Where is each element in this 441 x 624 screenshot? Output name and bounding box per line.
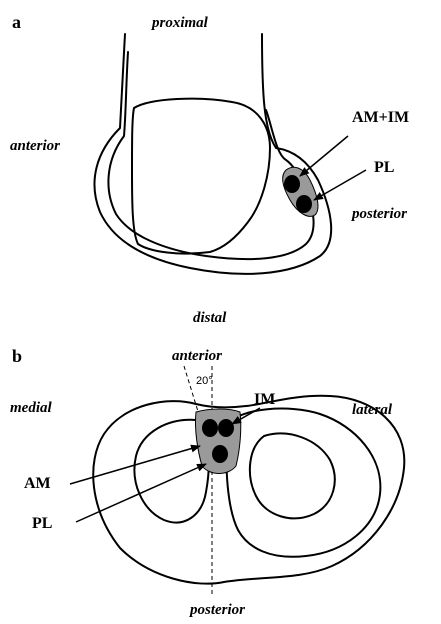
label-anterior-a: anterior [10,138,60,154]
tibial-plateau-outline [93,396,404,584]
label-pl-b: PL [32,515,52,532]
panel-a-letter: a [12,12,21,32]
tibial-footprint [195,409,240,474]
label-anterior-b: anterior [172,348,222,364]
bundle-am-b [202,419,218,437]
arrow-pl-a [314,170,366,200]
angle-reference-line [184,366,200,418]
bundle-pl-b [212,445,228,463]
bundle-pl-a [296,195,312,213]
label-am: AM [24,475,51,492]
bundle-am-im-a [284,175,300,193]
bundle-im-b [218,419,234,437]
label-pl-a: PL [374,159,394,176]
lateral-meniscus-inner [250,433,335,518]
label-distal: distal [193,310,227,326]
arrow-am-im-a [300,136,348,176]
panel-b: b anterior medial lateral posterior 20° … [10,346,404,618]
panel-a: a proximal anterior posterior distal AM+… [10,12,409,326]
label-lateral: lateral [352,402,393,418]
label-posterior-a: posterior [350,206,407,222]
femur-inner-outline [108,52,313,259]
panel-b-letter: b [12,346,22,366]
label-medial: medial [10,400,52,416]
intercondylar-notch [132,99,270,254]
femur-outer-outline [94,34,331,274]
label-proximal: proximal [150,15,209,31]
label-angle: 20° [196,375,213,387]
label-am-im: AM+IM [352,109,409,126]
label-im: IM [254,391,275,408]
lateral-plateau-outer [226,409,380,557]
label-posterior-b: posterior [188,602,245,618]
